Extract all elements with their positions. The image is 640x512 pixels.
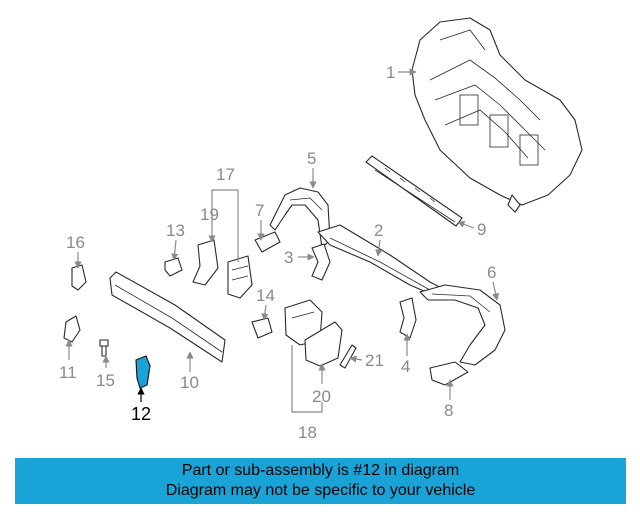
part-7-bracket bbox=[254, 231, 281, 253]
part-21-strip bbox=[339, 344, 357, 369]
label-4: 4 bbox=[401, 357, 410, 376]
info-banner: Part or sub-assembly is #12 in diagram D… bbox=[15, 458, 626, 504]
label-21: 21 bbox=[365, 351, 384, 370]
label-6: 6 bbox=[487, 263, 496, 282]
label-8: 8 bbox=[444, 401, 453, 420]
part-1-radiator-support bbox=[411, 17, 583, 213]
banner-line-2: Diagram may not be specific to your vehi… bbox=[165, 482, 476, 499]
label-18: 18 bbox=[298, 423, 317, 442]
part-10-lower-crossbar bbox=[109, 271, 226, 363]
leader-lines bbox=[65, 68, 500, 413]
part-12-highlighted[interactable] bbox=[135, 355, 151, 389]
label-7: 7 bbox=[255, 201, 264, 220]
part-14-bracket bbox=[251, 317, 273, 339]
label-14: 14 bbox=[256, 286, 275, 305]
label-11: 11 bbox=[59, 363, 77, 382]
label-9: 9 bbox=[477, 220, 486, 239]
part-4-bracket bbox=[399, 297, 417, 339]
label-16: 16 bbox=[66, 233, 85, 252]
label-1: 1 bbox=[386, 63, 395, 82]
part-16-clip bbox=[71, 264, 87, 291]
callout-labels: 1 2 3 4 5 6 7 8 9 10 11 12 13 14 15 16 1… bbox=[59, 63, 496, 442]
part-13-clip bbox=[164, 257, 183, 277]
label-20: 20 bbox=[312, 387, 331, 406]
part-6-side-member bbox=[419, 284, 506, 366]
part-19-bracket bbox=[192, 239, 219, 286]
label-12: 12 bbox=[131, 404, 151, 424]
label-13: 13 bbox=[166, 221, 185, 240]
label-10: 10 bbox=[180, 373, 199, 392]
label-15: 15 bbox=[96, 371, 115, 390]
part-9-upper-tie-bar bbox=[365, 155, 463, 227]
part-3-bracket bbox=[311, 243, 331, 281]
part-11-bracket bbox=[63, 315, 81, 343]
parts-diagram: 1 2 3 4 5 6 7 8 9 10 11 12 13 14 15 16 1… bbox=[59, 17, 583, 442]
banner-line-1: Part or sub-assembly is #12 in diagram bbox=[181, 462, 460, 479]
label-3: 3 bbox=[284, 248, 293, 267]
part-18-bracket-assembly bbox=[284, 299, 343, 367]
part-5-side-member bbox=[269, 187, 331, 249]
part-17-bracket bbox=[227, 255, 253, 299]
part-8-bracket bbox=[429, 361, 469, 386]
part-15-bolt bbox=[99, 339, 109, 357]
label-19: 19 bbox=[200, 205, 219, 224]
label-17: 17 bbox=[216, 165, 235, 184]
label-5: 5 bbox=[307, 149, 316, 168]
label-2: 2 bbox=[374, 221, 383, 240]
